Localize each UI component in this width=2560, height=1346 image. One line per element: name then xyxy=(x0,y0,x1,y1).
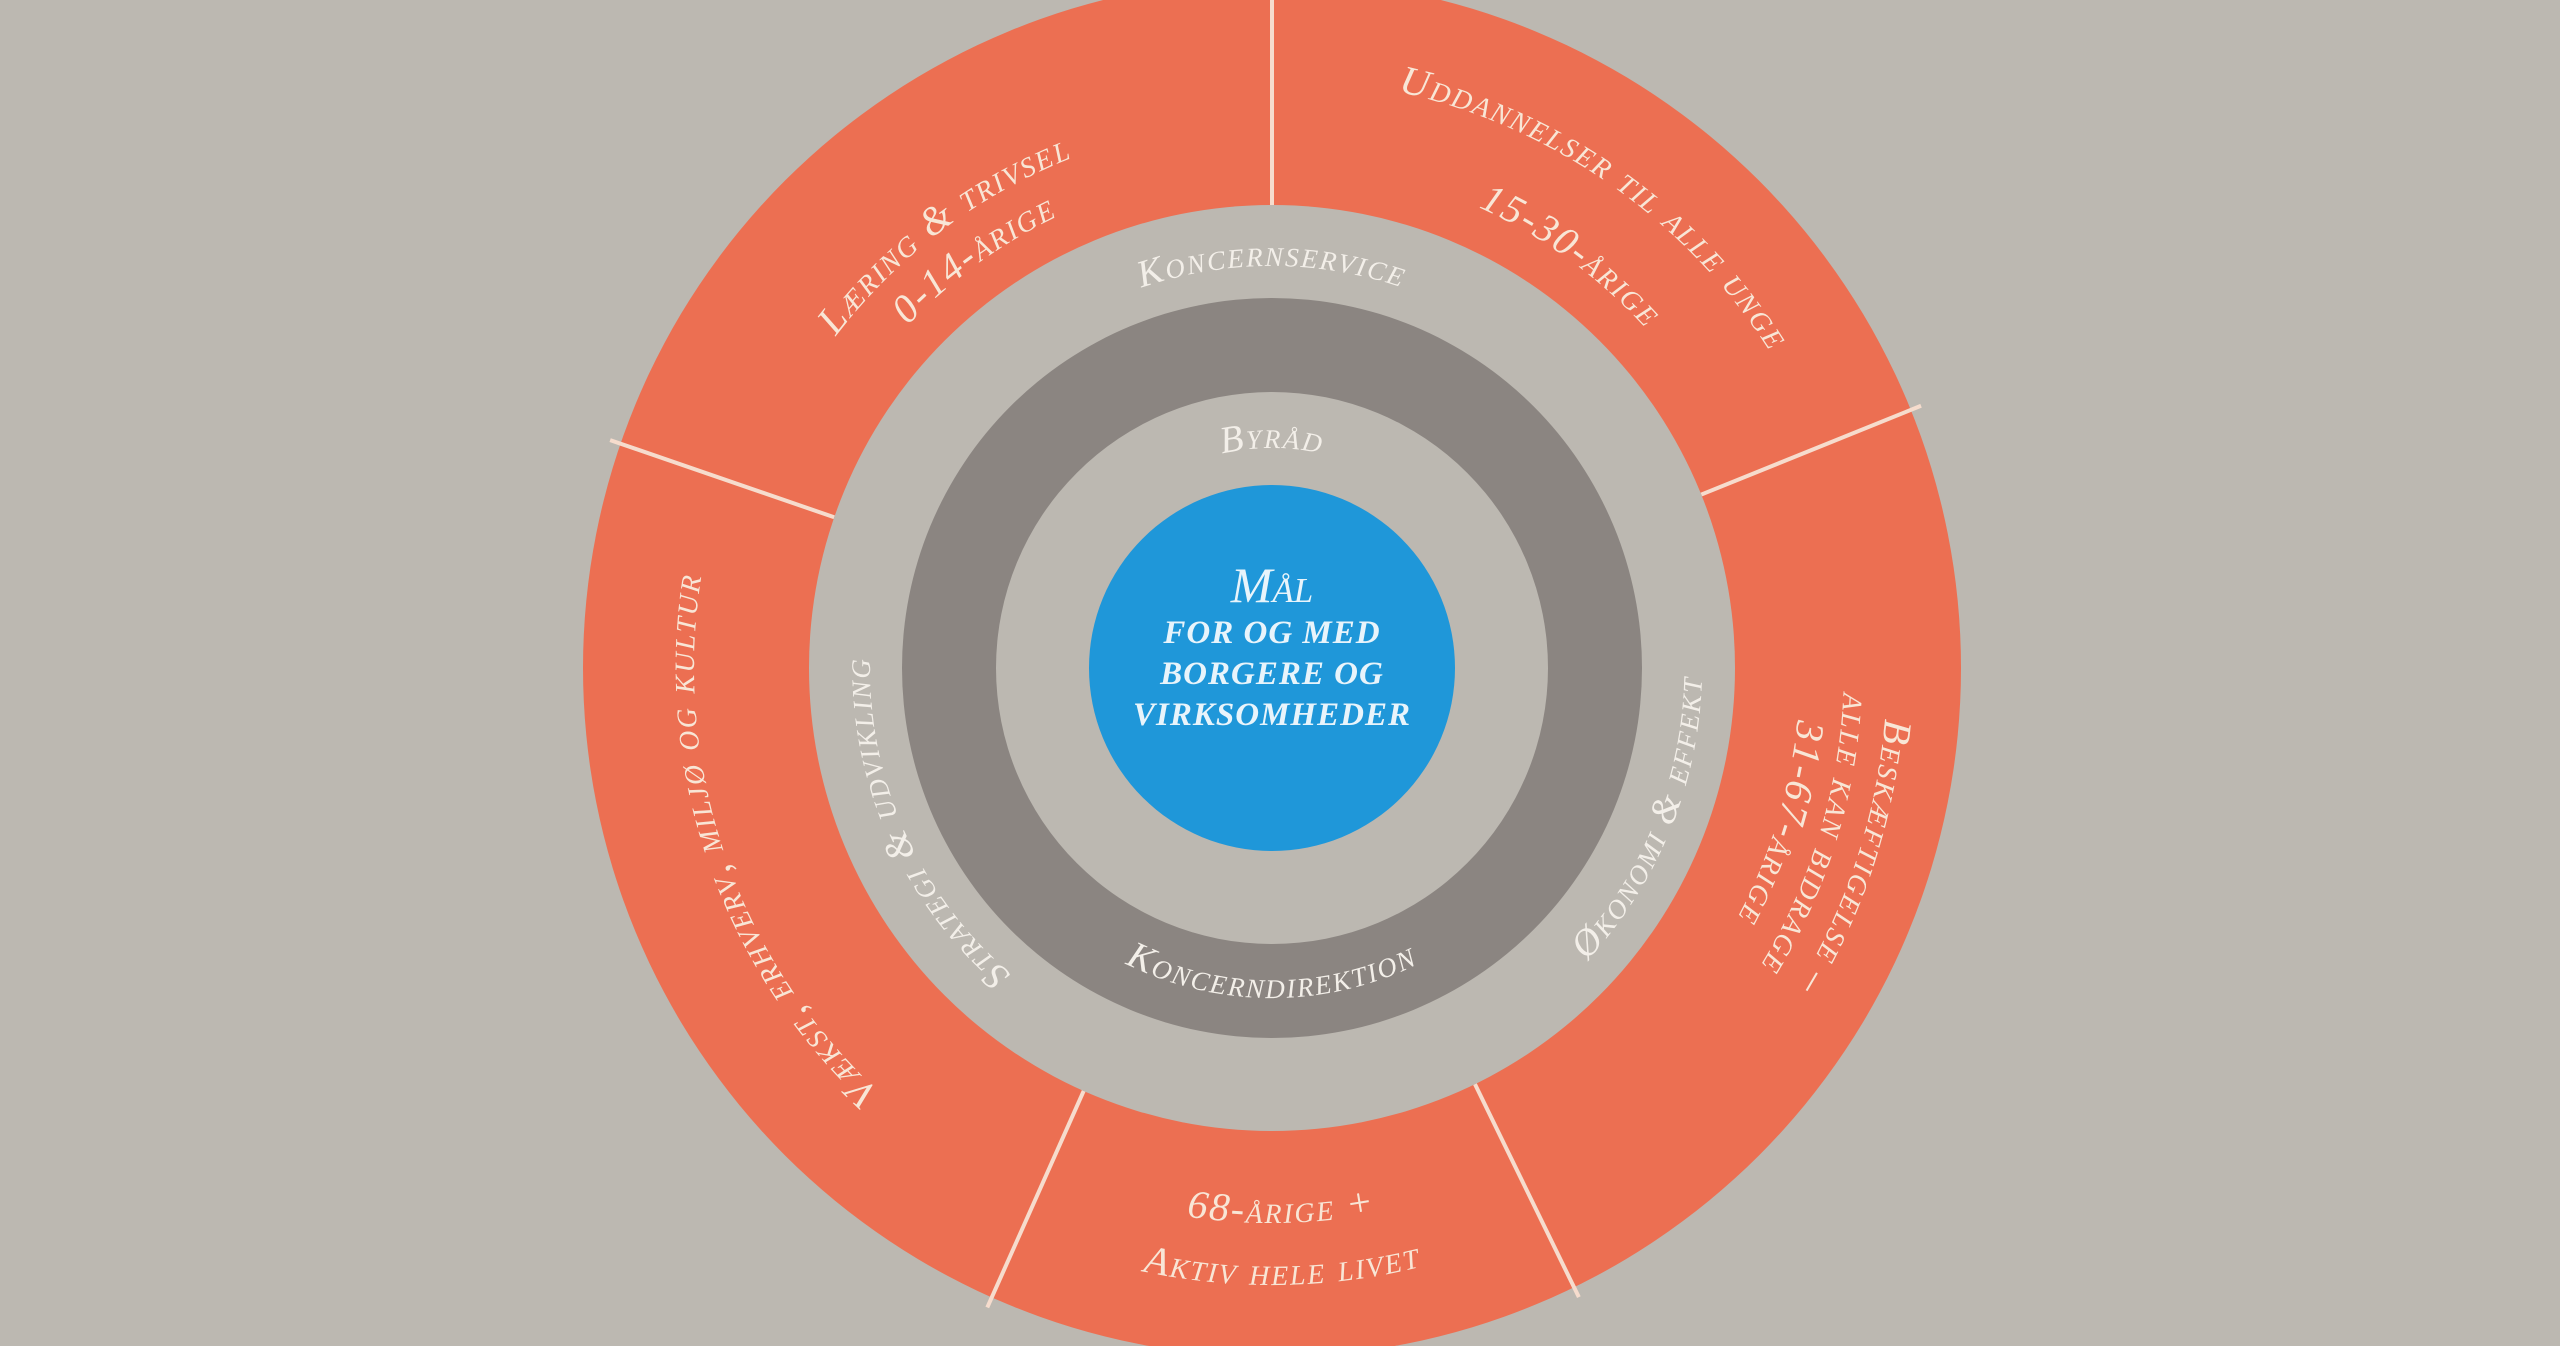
center-circle xyxy=(1089,485,1455,851)
segment-dividers xyxy=(609,0,1922,1309)
segment-divider-line xyxy=(985,1090,1086,1309)
segment-beskaeftigelse: Beskæftigelse – alle kan bidrage 31-67-å… xyxy=(1729,690,1919,1005)
center-line: FOR OG MED xyxy=(1162,615,1380,651)
segment-divider-line xyxy=(1473,1083,1581,1299)
inner-ring-label: Byråd xyxy=(1216,415,1328,462)
center-line: VIRKSOMHEDER xyxy=(1133,697,1411,733)
segment-divider-line xyxy=(1700,403,1922,497)
segment-divider-line xyxy=(609,438,835,520)
center-title: Mål xyxy=(1230,557,1314,613)
center-line: BORGERE OG xyxy=(1159,656,1384,692)
